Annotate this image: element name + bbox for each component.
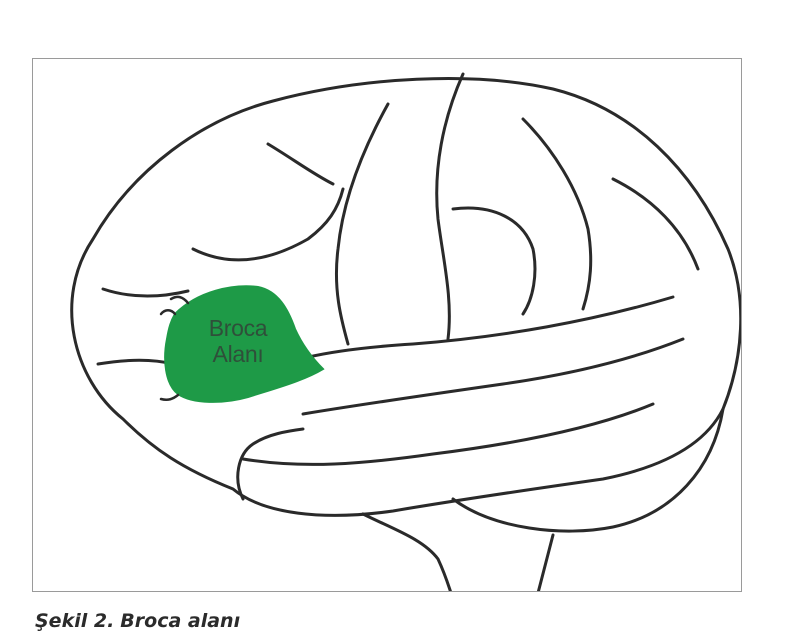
sylvian-inner (236, 427, 305, 501)
broca-tick-2 (159, 309, 177, 316)
broca-tick-1 (169, 295, 190, 305)
temporal-sulcus (301, 337, 685, 416)
frontal-sulcus-4 (96, 358, 175, 366)
superior-frontal-sulcus (266, 142, 335, 186)
broca-tick-3 (159, 393, 180, 402)
figure-frame: Broca Alanı (32, 58, 742, 592)
broca-area-label: Broca Alanı (173, 315, 303, 367)
broca-label-line2: Alanı (212, 341, 264, 367)
inferior-frontal-sulcus (191, 187, 345, 262)
brain-illustration (70, 72, 741, 591)
broca-area-region (164, 285, 325, 403)
postcentral-sulcus (521, 117, 593, 311)
temporal-lower (241, 402, 655, 466)
brainstem-left (361, 512, 452, 591)
frontal-sulcus-3 (101, 287, 190, 298)
cerebellum-outline (451, 407, 725, 533)
figure-caption: Şekil 2.Broca alanı (35, 610, 240, 632)
intraparietal-sulcus (451, 206, 537, 316)
central-sulcus (435, 72, 465, 341)
precentral-sulcus (334, 102, 390, 346)
brain-outline (70, 77, 741, 517)
brainstem-right (536, 533, 555, 591)
broca-label-line1: Broca (208, 315, 268, 341)
parietal-sulcus-2 (611, 177, 700, 271)
caption-text: Broca alanı (120, 610, 241, 632)
caption-label: Şekil 2. (35, 610, 115, 632)
